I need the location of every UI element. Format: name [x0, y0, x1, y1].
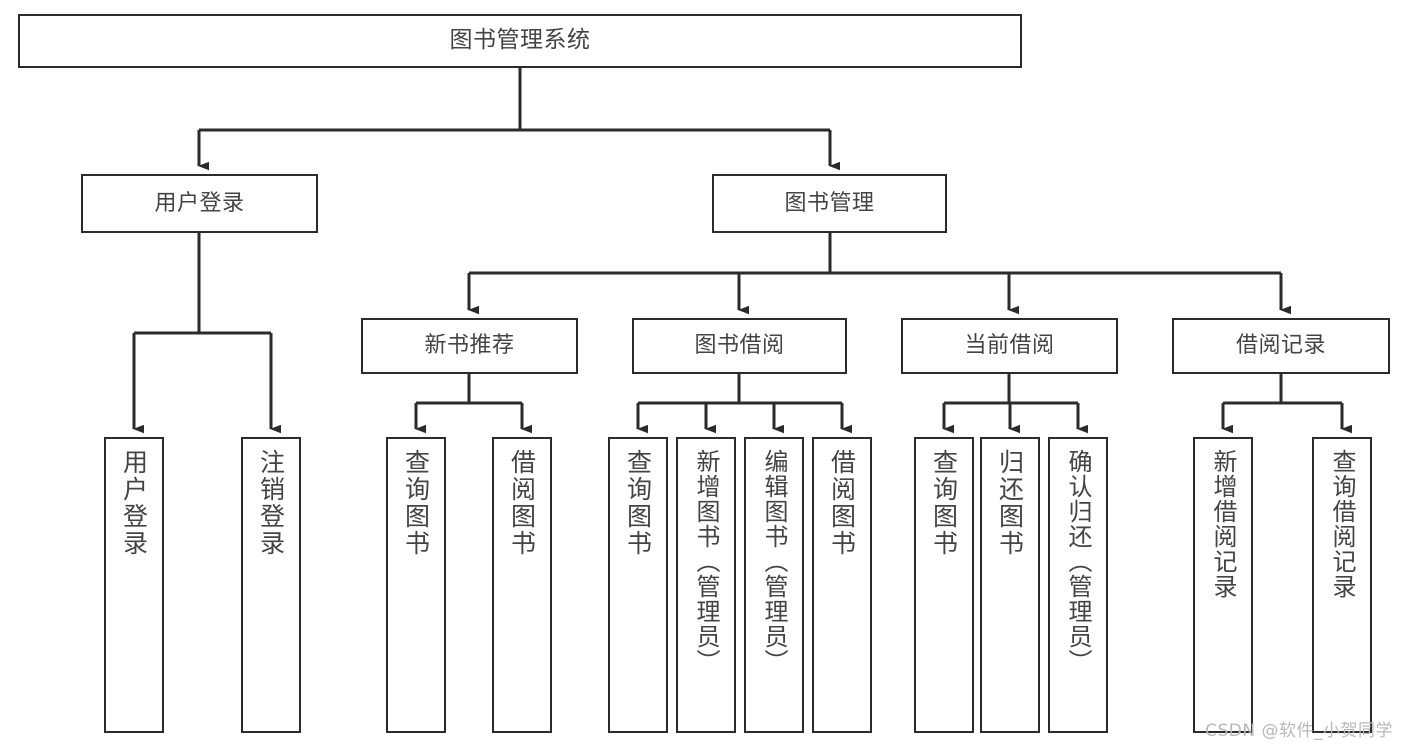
node-current-borrow[interactable]: 当前借阅: [901, 318, 1118, 374]
node-leaf-return-book-label: 归还图书: [995, 449, 1025, 557]
node-leaf-borrow-book-b[interactable]: 借阅图书: [812, 437, 872, 733]
node-leaf-query-book-c-label: 查询图书: [929, 449, 959, 557]
node-leaf-query-book-a[interactable]: 查询图书: [386, 437, 446, 733]
node-book-borrow-label: 图书借阅: [694, 333, 785, 359]
node-leaf-borrow-book-a-label: 借阅图书: [507, 449, 537, 557]
node-leaf-user-login-label: 用户登录: [119, 449, 149, 557]
node-leaf-query-book-c[interactable]: 查询图书: [914, 437, 974, 733]
node-current-borrow-label: 当前借阅: [964, 333, 1055, 359]
node-root[interactable]: 图书管理系统: [18, 14, 1022, 68]
node-leaf-confirm-return-label: 确认归还（管理员）: [1064, 449, 1092, 674]
node-leaf-query-book-a-label: 查询图书: [401, 449, 431, 557]
node-leaf-logout[interactable]: 注销登录: [241, 437, 301, 733]
node-leaf-edit-book-label: 编辑图书（管理员）: [760, 449, 788, 674]
node-leaf-add-record-label: 新增借阅记录: [1209, 449, 1237, 599]
node-leaf-borrow-book-a[interactable]: 借阅图书: [492, 437, 552, 733]
node-borrow-record[interactable]: 借阅记录: [1172, 318, 1390, 374]
node-user-login-label: 用户登录: [154, 190, 245, 216]
node-leaf-edit-book[interactable]: 编辑图书（管理员）: [744, 437, 804, 733]
node-leaf-return-book[interactable]: 归还图书: [980, 437, 1040, 733]
node-user-login[interactable]: 用户登录: [81, 174, 318, 233]
node-root-label: 图书管理系统: [449, 27, 591, 54]
node-leaf-add-book[interactable]: 新增图书（管理员）: [676, 437, 736, 733]
node-leaf-query-record[interactable]: 查询借阅记录: [1312, 437, 1372, 733]
node-borrow-record-label: 借阅记录: [1235, 333, 1326, 359]
node-book-borrow[interactable]: 图书借阅: [632, 318, 847, 374]
node-leaf-confirm-return[interactable]: 确认归还（管理员）: [1048, 437, 1108, 733]
node-leaf-query-book-b[interactable]: 查询图书: [608, 437, 668, 733]
node-book-manage[interactable]: 图书管理: [712, 174, 947, 233]
node-leaf-add-record[interactable]: 新增借阅记录: [1193, 437, 1253, 733]
node-new-book-rec[interactable]: 新书推荐: [361, 318, 578, 374]
node-leaf-query-book-b-label: 查询图书: [623, 449, 653, 557]
node-leaf-add-book-label: 新增图书（管理员）: [692, 449, 720, 674]
node-new-book-rec-label: 新书推荐: [424, 333, 515, 359]
node-leaf-borrow-book-b-label: 借阅图书: [827, 449, 857, 557]
node-leaf-logout-label: 注销登录: [256, 449, 286, 557]
node-book-manage-label: 图书管理: [784, 190, 875, 216]
node-leaf-query-record-label: 查询借阅记录: [1328, 449, 1356, 599]
node-leaf-user-login[interactable]: 用户登录: [104, 437, 164, 733]
